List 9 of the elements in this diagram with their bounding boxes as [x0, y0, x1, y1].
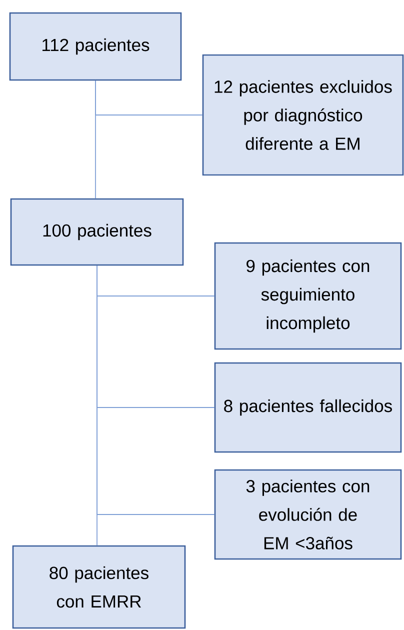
process-box: 112 pacientes — [9, 12, 182, 81]
connector-line — [96, 265, 98, 546]
connector-line — [95, 80, 203, 116]
process-box: 8 pacientes fallecidos — [214, 362, 402, 453]
process-box: 9 pacientes con seguimiento incompleto — [214, 242, 402, 350]
process-box: 100 pacientes — [10, 198, 184, 266]
process-box: 80 pacientes con EMRR — [12, 545, 186, 629]
process-box: 12 pacientes excluidos por diagnóstico diferente a EM — [202, 54, 404, 176]
process-box: 3 pacientes con evolución de EM <3años — [214, 469, 402, 560]
